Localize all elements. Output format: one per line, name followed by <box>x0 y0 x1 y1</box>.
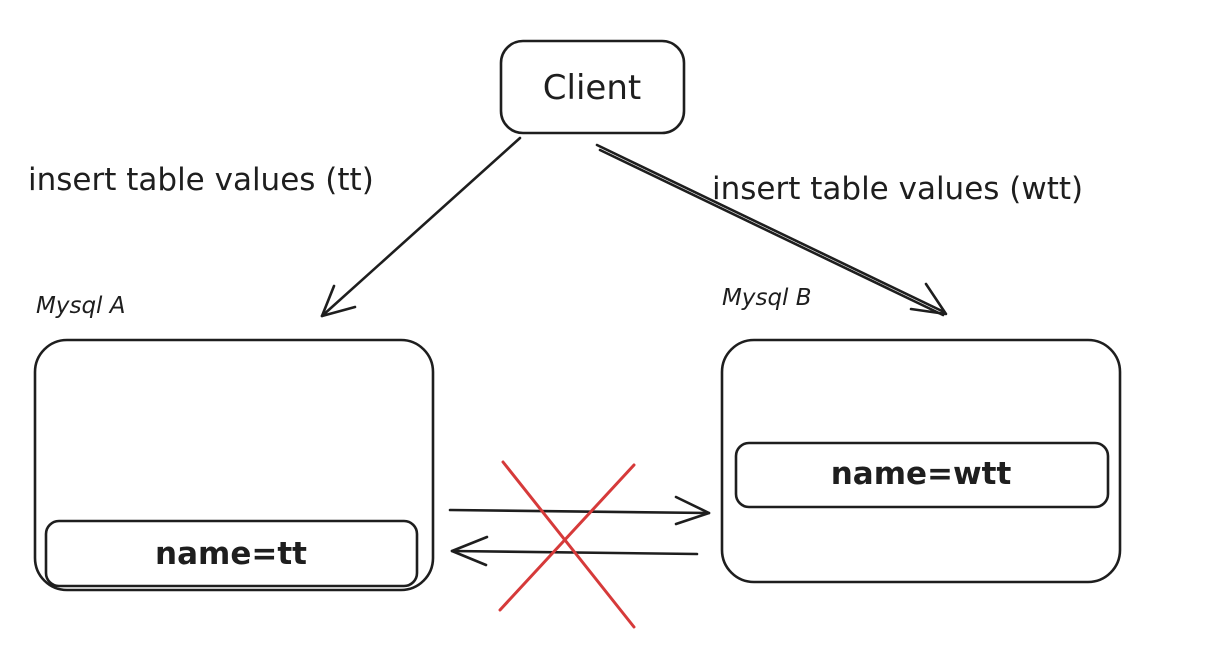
replication-arrow-b-to-a-head <box>450 535 489 567</box>
server-b-record-box <box>734 441 1110 509</box>
replication-arrow-a-to-b-shaft <box>448 508 711 515</box>
arrow-client-to-b-shaft-2 <box>598 148 945 317</box>
client-label: Client <box>543 68 641 108</box>
blocked-x-mark <box>498 460 636 629</box>
server-b-label: Mysql B <box>722 285 812 311</box>
server-b: name=wtt <box>720 338 1122 584</box>
server-b-record: name=wtt <box>831 456 1012 492</box>
server-b-box <box>720 338 1122 584</box>
request-label-to-a: insert table values (tt) <box>28 162 374 198</box>
arrow-client-to-a-shaft <box>320 136 522 318</box>
server-a: name=tt <box>33 338 435 592</box>
blocked-x-stroke-1 <box>501 460 636 629</box>
arrow-client-to-a <box>320 136 522 318</box>
arrow-client-to-a-head <box>320 284 357 318</box>
client-box <box>499 39 686 135</box>
server-a-label: Mysql A <box>36 293 125 319</box>
server-a-record-box <box>44 519 419 588</box>
arrow-client-to-b-head <box>909 282 948 316</box>
arrow-client-to-b-shaft <box>595 143 946 314</box>
request-label-to-b: insert table values (wtt) <box>712 171 1083 207</box>
replication-arrow-a-to-b <box>448 495 711 526</box>
blocked-x-stroke-2 <box>498 463 636 612</box>
server-a-box <box>33 338 435 592</box>
arrow-client-to-b <box>595 143 948 317</box>
server-a-record: name=tt <box>155 536 307 572</box>
replication-arrow-a-to-b-head <box>674 495 711 526</box>
client-node: Client <box>499 39 686 135</box>
